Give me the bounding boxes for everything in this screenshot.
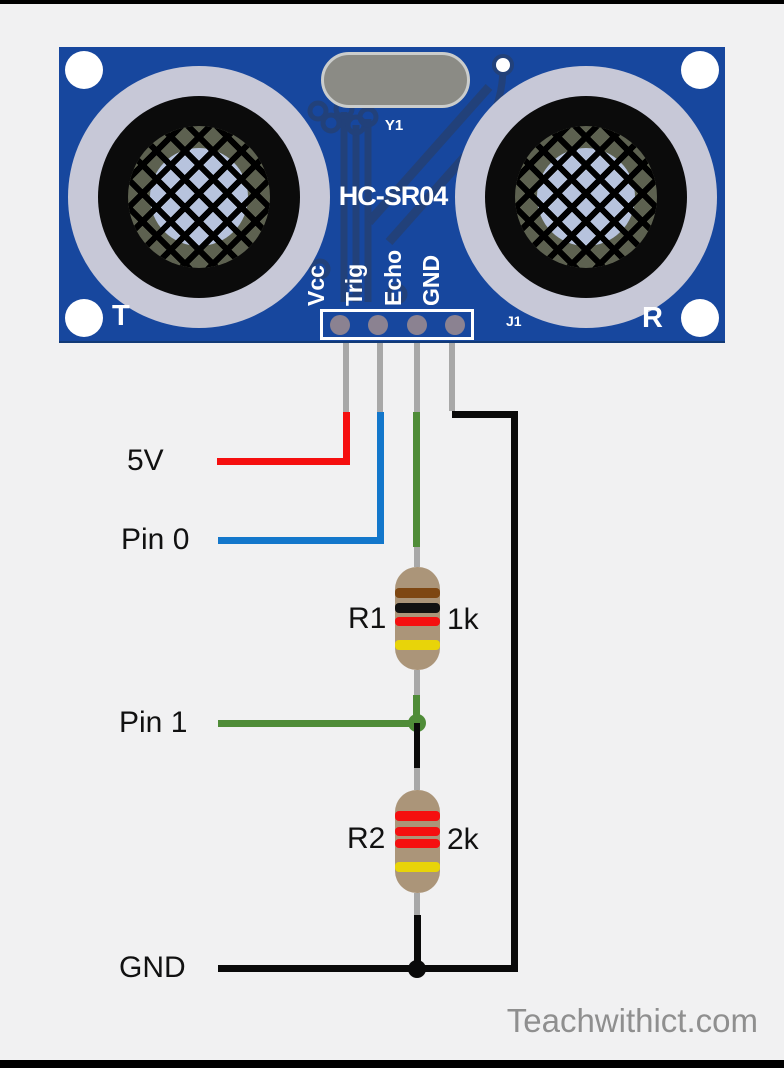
r2-band-gold [395, 862, 440, 872]
lead-trig [377, 343, 383, 412]
resistor-r1 [395, 567, 440, 670]
pin-label-vcc: Vcc [303, 265, 329, 306]
pin-label-trig: Trig [341, 263, 367, 306]
r1-lead-top [414, 547, 420, 567]
mounting-hole-bottom-left [65, 299, 103, 337]
top-letterbox-bar [0, 0, 784, 4]
transducer-right-mesh [515, 126, 657, 268]
crystal-oscillator [321, 52, 470, 108]
r2-lead-bottom [414, 893, 420, 915]
label-pin1: Pin 1 [119, 706, 188, 739]
transmitter-label: T [112, 300, 130, 332]
r1-band-gold [395, 640, 440, 650]
pin-header-outline [320, 309, 474, 340]
r2-band-red-1 [395, 811, 440, 821]
wire-gnd-horizontal [218, 965, 518, 972]
receiver-label: R [642, 302, 663, 334]
wire-echo-vertical [413, 412, 420, 547]
r2-value-label: 2k [447, 823, 479, 856]
crystal-ref-label: Y1 [384, 117, 404, 134]
r1-value-label: 1k [447, 603, 479, 636]
wire-pin1-horizontal [218, 720, 417, 727]
r2-band-red-2 [395, 827, 440, 836]
mounting-hole-bottom-right [681, 299, 719, 337]
pin-label-gnd: GND [418, 254, 444, 306]
label-gnd: GND [119, 951, 186, 984]
connector-ref-label: J1 [506, 313, 522, 329]
label-5v: 5V [127, 444, 164, 477]
r2-band-red-3 [395, 839, 440, 848]
wire-gnd-top-horizontal [452, 411, 518, 418]
r1-ref-label: R1 [348, 602, 387, 635]
lead-vcc [343, 343, 349, 412]
r1-band-black [395, 603, 440, 613]
wire-5v-horizontal [217, 458, 350, 465]
board-title: HC-SR04 [338, 181, 449, 211]
wire-gnd-right-vertical [511, 411, 518, 972]
lead-echo [414, 343, 420, 412]
pin-echo [407, 315, 427, 335]
resistor-r2 [395, 790, 440, 893]
pin-vcc [330, 315, 350, 335]
pin-label-echo: Echo [380, 249, 406, 306]
pin-gnd [445, 315, 465, 335]
hc-sr04-board: Y1 HC-SR04 T R Vcc Trig Echo GND J1 [59, 47, 725, 343]
wire-pin0-horizontal [218, 537, 384, 544]
r1-band-brown [395, 588, 440, 598]
wire-pin1-stub [413, 695, 420, 723]
r1-lead-bottom [414, 670, 420, 695]
mesh-grille [515, 126, 657, 268]
r2-ref-label: R2 [347, 822, 386, 855]
label-pin0: Pin 0 [121, 523, 190, 556]
mesh-grille [128, 126, 270, 268]
wire-r2-to-gnd [414, 915, 421, 972]
junction-dot-gnd [408, 960, 426, 978]
watermark: Teachwithict.com [506, 1002, 758, 1039]
r1-band-red [395, 617, 440, 626]
pin-trig [368, 315, 388, 335]
mounting-hole-top-right [681, 51, 719, 89]
wire-junction-to-r2 [414, 723, 420, 768]
lead-gnd [449, 343, 455, 411]
wire-5v-vertical [343, 412, 350, 465]
wire-pin0-vertical [377, 412, 384, 544]
bottom-letterbox-bar [0, 1060, 784, 1068]
r2-lead-top [414, 768, 420, 790]
via-hole [492, 54, 514, 76]
mounting-hole-top-left [65, 51, 103, 89]
transducer-left-mesh [128, 126, 270, 268]
